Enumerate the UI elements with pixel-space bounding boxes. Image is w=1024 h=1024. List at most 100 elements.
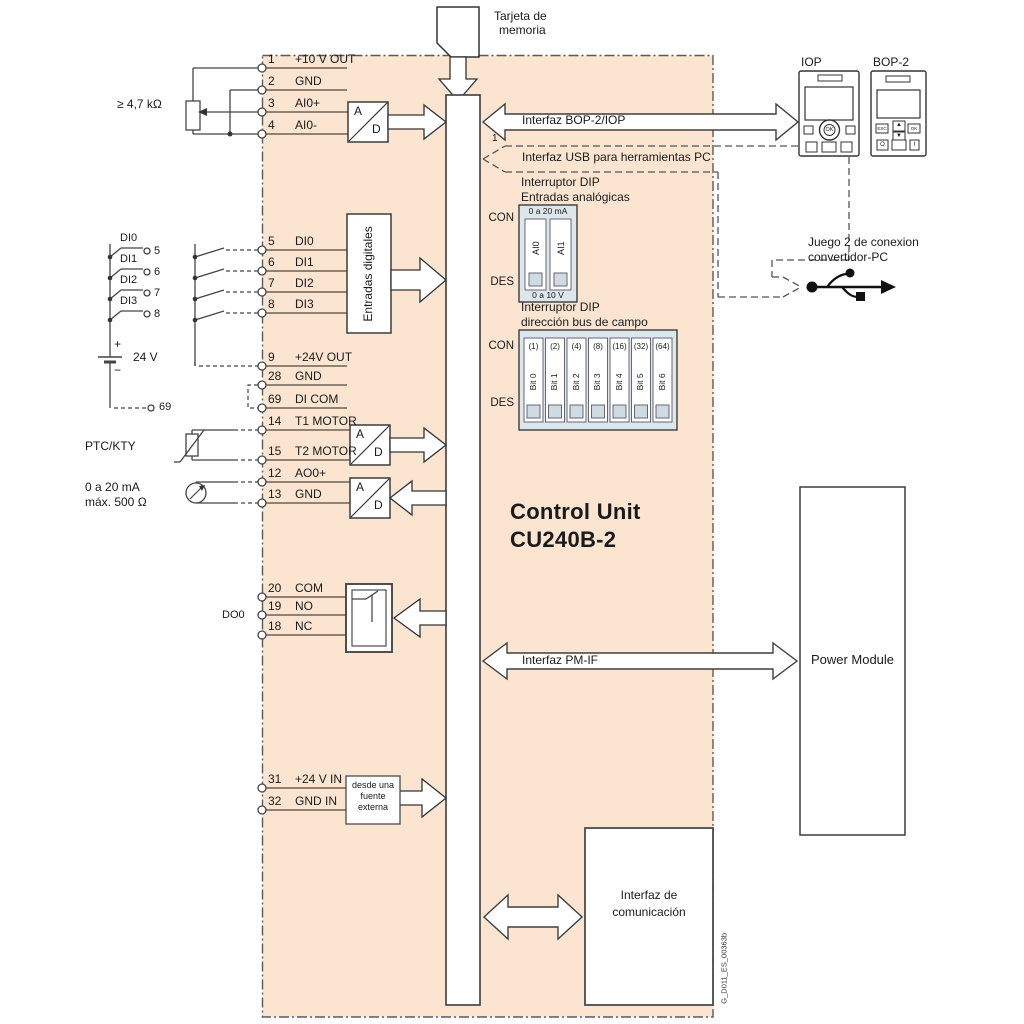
terminal-number: 1 — [268, 52, 275, 66]
usb-interface-label: Interfaz USB para herramientas PC — [522, 150, 711, 164]
dip-bus-title-2: dirección bus de campo — [521, 315, 648, 329]
usb-icon — [806, 268, 896, 301]
terminal-label: DI1 — [295, 255, 314, 269]
bop-esc-button-label: ESC — [877, 126, 887, 131]
usb-dashed-path — [482, 145, 850, 298]
gnd-dicom-link — [247, 384, 258, 409]
terminal-number: 15 — [268, 444, 282, 458]
dip-bus-weight: (16) — [612, 342, 627, 351]
di-switch-label: DI0 — [120, 232, 138, 244]
ad-a: A — [354, 104, 363, 118]
ad-d: D — [372, 122, 381, 136]
memory-card-icon — [436, 6, 480, 102]
block-arrows — [387, 103, 448, 819]
terminal-label: +10 V OUT — [295, 52, 356, 66]
di-switch-label: DI1 — [120, 253, 138, 265]
terminal-number: 7 — [268, 276, 275, 290]
bop-ok-button-label: OK — [910, 126, 918, 131]
terminal-number: 4 — [268, 118, 275, 132]
dip-bus-weight: (4) — [571, 342, 582, 351]
dip-analog-bottom-label: 0 a 10 V — [532, 290, 564, 300]
terminal-row: 8 DI3 — [268, 297, 314, 311]
terminal-number: 14 — [268, 414, 282, 428]
ad-d: D — [374, 498, 383, 512]
dip-bus-off-label: DES — [490, 397, 514, 409]
terminal-label: NC — [295, 619, 313, 633]
terminal-number: 9 — [268, 350, 275, 364]
dip-analog-title-2: Entradas analógicas — [521, 190, 630, 204]
external-supply-box — [345, 775, 401, 825]
di-switch-terminal: 5 — [154, 245, 161, 257]
bop2-device — [870, 70, 927, 157]
ad-converter-boxes — [347, 101, 391, 519]
terminal-number: 28 — [268, 369, 282, 383]
digital-input-switches — [107, 244, 151, 357]
battery-plus-sign: + — [114, 337, 122, 351]
dip-bus-bit-label: Bit 5 — [635, 373, 646, 391]
terminal-number: 6 — [268, 255, 275, 269]
dip-analog-channel-label: AI0 — [530, 241, 541, 255]
digital-inputs-box — [346, 213, 392, 334]
terminal-number: 32 — [268, 794, 282, 808]
pc-kit-label-2: convertidor-PC — [808, 250, 889, 264]
terminal-label: +24V OUT — [295, 350, 353, 364]
analog-out-label-2: máx. 500 Ω — [85, 495, 147, 509]
ad-a: A — [356, 480, 365, 494]
terminal-row: 18 NC — [268, 619, 312, 633]
dip-bus-bit-label: Bit 1 — [549, 373, 560, 391]
terminal-label: DI0 — [295, 234, 314, 248]
dip-analog-off-label: DES — [490, 276, 514, 288]
bop-on-button-label: I — [913, 142, 916, 148]
terminal-row: 15 T2 MOTOR — [268, 444, 357, 458]
battery-label: 24 V — [133, 350, 158, 364]
dip-bus-weight: (2) — [550, 342, 560, 351]
terminal-number: 12 — [268, 466, 282, 480]
ptc-thermistor — [174, 429, 258, 463]
power-module-label: Power Module — [810, 652, 895, 667]
dip-analog-channel-label: AI1 — [555, 241, 566, 255]
doc-id: G_D011_ES_00363b — [719, 932, 729, 1004]
digital-input-switches-2 — [192, 244, 258, 367]
dip-bus-bit-label: Bit 2 — [570, 373, 581, 391]
terminal-number: 8 — [268, 297, 275, 311]
bop-up-button-icon: ▲ — [896, 122, 902, 128]
terminal-number: 3 — [268, 96, 275, 110]
dip-bus-weight: (8) — [593, 342, 603, 351]
terminal-label: T2 MOTOR — [295, 444, 357, 458]
terminal-lines — [266, 67, 350, 811]
terminal-label: T1 MOTOR — [295, 414, 357, 428]
dip-fieldbus-switch — [518, 329, 678, 431]
terminal-label: DI3 — [295, 297, 314, 311]
terminal-number: 69 — [268, 392, 282, 406]
control-unit-title-1: Control Unit — [510, 499, 641, 524]
terminal-label: AO0+ — [295, 466, 327, 480]
terminal-label: +24 V IN — [295, 772, 343, 786]
dip-bus-bit-label: Bit 0 — [527, 373, 538, 391]
ad-a: A — [356, 427, 365, 441]
terminal-number: 18 — [268, 619, 282, 633]
external-supply-text-1: desde una — [351, 780, 395, 790]
bop2-label: BOP-2 — [873, 55, 910, 69]
terminal-row: 14 T1 MOTOR — [268, 414, 357, 428]
dip-analog-top-label: 0 a 20 mA — [528, 206, 568, 216]
pm-if-interface-label: Interfaz PM-IF — [522, 653, 599, 667]
terminal-row: 6 DI1 — [268, 255, 314, 269]
bop-off-button-label: O — [880, 142, 885, 148]
external-supply-text-3: externa — [357, 802, 389, 812]
terminal-row: 31+24 V IN — [268, 772, 342, 786]
potentiometer-circuit — [185, 67, 258, 137]
ammeter-icon — [185, 481, 258, 504]
di-switch-terminal: 6 — [154, 266, 161, 278]
terminal-label: GND — [295, 487, 322, 501]
interface-arrows — [481, 102, 800, 941]
